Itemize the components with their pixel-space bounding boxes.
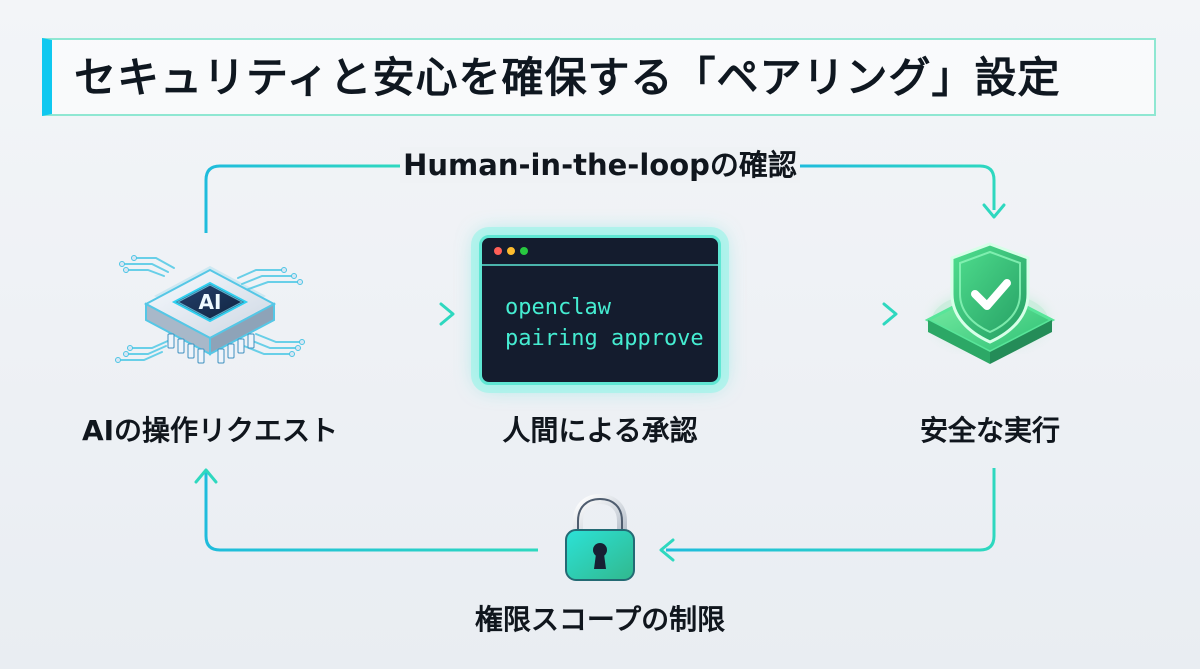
- label-human-approval: 人間による承認: [502, 414, 698, 447]
- lock-icon: [565, 494, 635, 581]
- bottom-loop-connector: [194, 468, 996, 562]
- human-in-the-loop-label: Human-in-the-loopの確認: [400, 147, 800, 183]
- title-box: セキュリティと安心を確保する「ペアリング」設定: [42, 38, 1156, 116]
- forward-connectors: [318, 302, 898, 326]
- terminal-line-2: pairing approve: [505, 326, 704, 351]
- terminal-minimize-dot: [507, 247, 515, 255]
- terminal-close-dot: [494, 247, 502, 255]
- loop-connector: [204, 164, 1006, 233]
- label-safe-execution: 安全な実行: [919, 414, 1060, 447]
- terminal-topbar: [482, 238, 718, 266]
- chip-text: AI: [199, 290, 222, 314]
- terminal-icon: openclaw pairing approve: [479, 235, 721, 385]
- page-title: セキュリティと安心を確保する「ペアリング」設定: [74, 53, 1061, 102]
- terminal-maximize-dot: [520, 247, 528, 255]
- terminal-divider: [482, 264, 718, 266]
- terminal-command: openclaw pairing approve: [505, 292, 715, 354]
- ai-chip-icon: AI: [115, 255, 305, 364]
- shield-check-icon: [924, 242, 1056, 364]
- label-scope-limit: 権限スコープの制限: [474, 603, 726, 636]
- terminal-line-1: openclaw: [505, 295, 611, 320]
- label-ai-request: AIの操作リクエスト: [81, 414, 339, 447]
